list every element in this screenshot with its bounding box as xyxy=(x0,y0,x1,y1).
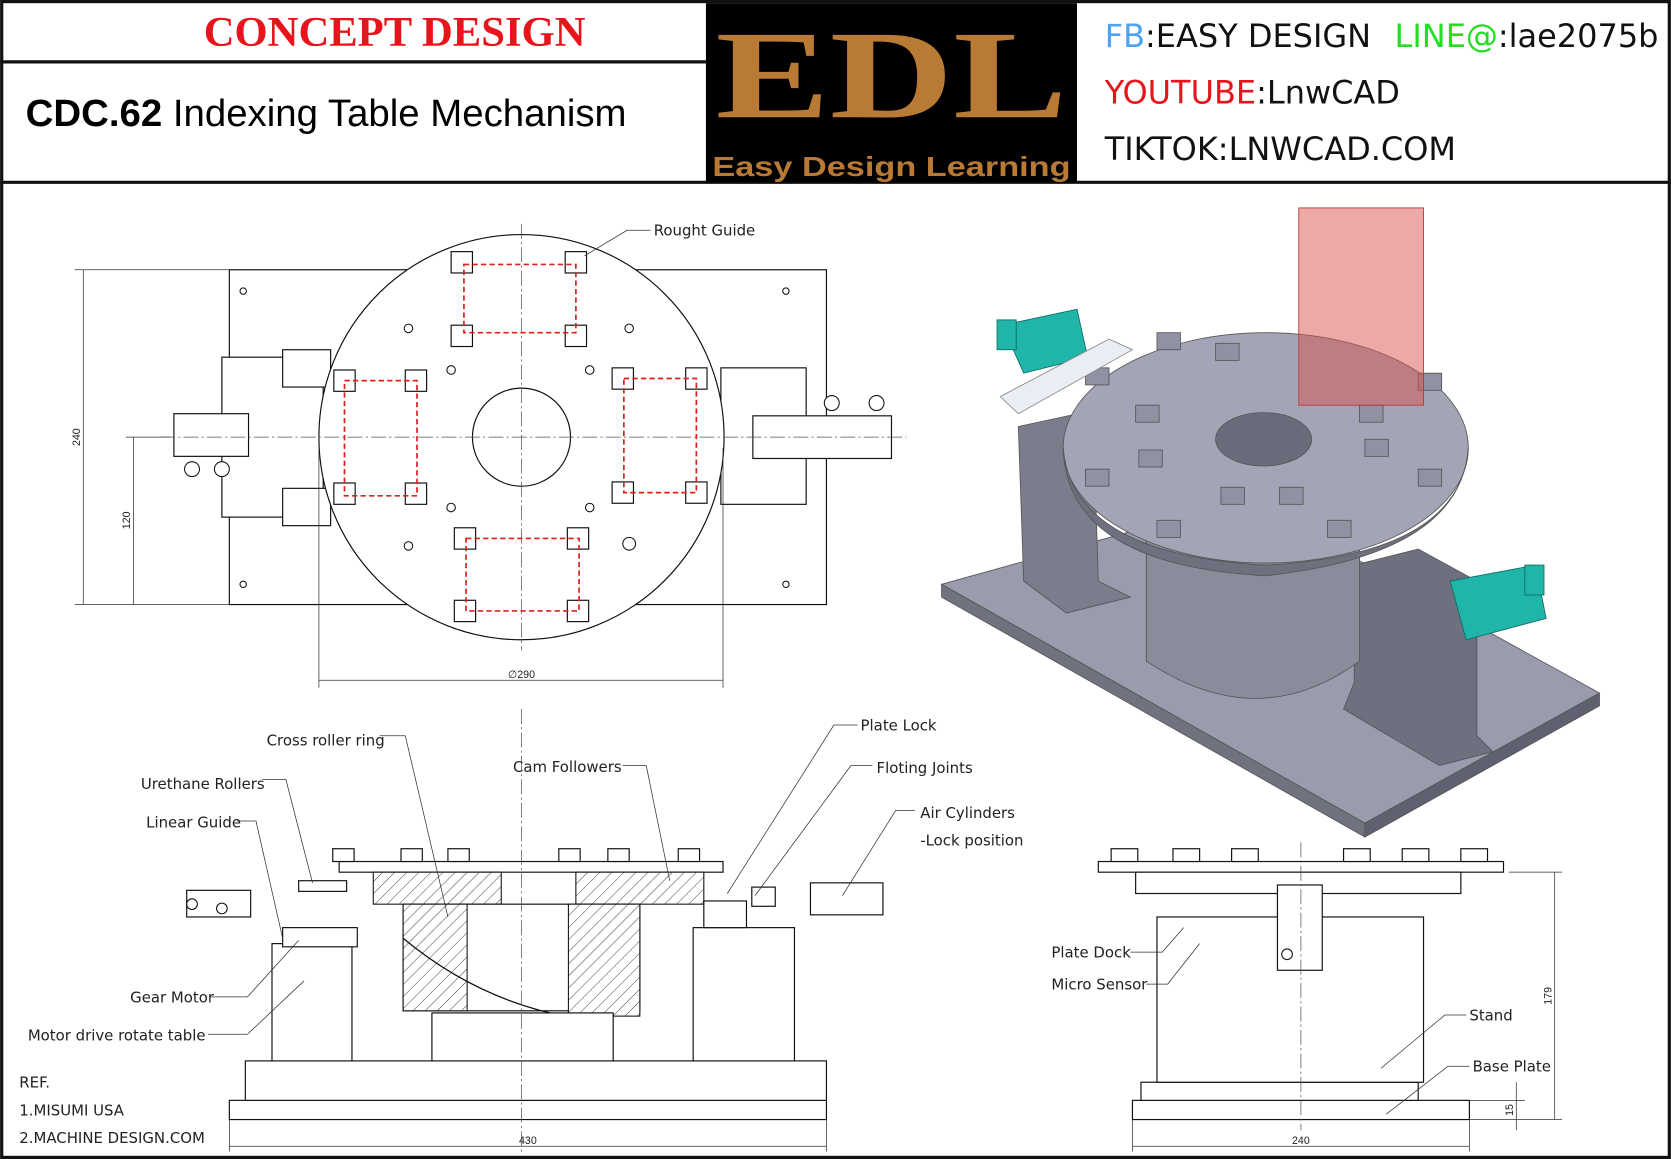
callout-base-plate: Base Plate xyxy=(1473,1058,1551,1076)
ref-item-2: 2.MACHINE DESIGN.COM xyxy=(19,1129,205,1147)
front-right-cylinder xyxy=(809,882,884,916)
contact-tiktok: TIKTOK:LNWCAD.COM xyxy=(1104,130,1456,168)
drawing-code: CDC.62 xyxy=(26,92,163,135)
callout-rought-guide: Rought Guide xyxy=(654,222,756,240)
dim-240: 240 xyxy=(71,428,83,446)
drawing-name: Indexing Table Mechanism xyxy=(162,92,626,135)
rough-guides xyxy=(333,251,708,623)
dim-179: 179 xyxy=(1542,987,1554,1005)
callout-lock-position: -Lock position xyxy=(920,832,1023,850)
iso-air-cylinder-right xyxy=(1449,564,1547,641)
iso-guide-box xyxy=(1298,207,1424,406)
line-label: LINE@ xyxy=(1395,17,1498,55)
dim-430: 430 xyxy=(519,1135,537,1147)
front-index-table xyxy=(338,860,724,873)
callout-cross-roller-ring: Cross roller ring xyxy=(267,731,385,749)
front-base-plate xyxy=(228,1099,828,1121)
callout-linear-guide: Linear Guide xyxy=(146,813,241,831)
contact-youtube: YOUTUBE:LnwCAD xyxy=(1104,73,1400,111)
edl-logo: EDL Easy Design Learning xyxy=(705,3,1078,183)
contact-info: FB:EASY DESIGN LINE@:lae2075b YOUTUBE:Lnw… xyxy=(1104,17,1659,168)
contact-fb-line: FB:EASY DESIGN LINE@:lae2075b xyxy=(1105,17,1659,55)
isometric-view xyxy=(940,207,1601,838)
logo-letters: EDL xyxy=(716,6,1068,145)
iso-air-cylinder-left xyxy=(996,308,1089,374)
top-view: Rought Guide 240 120 ∅290 xyxy=(71,222,907,688)
callout-cam-followers: Cam Followers xyxy=(513,758,622,776)
callout-plate-dock: Plate Dock xyxy=(1051,943,1131,961)
dim-15: 15 xyxy=(1504,1104,1516,1116)
front-right-stand xyxy=(692,927,796,1062)
iso-center-bore xyxy=(1215,412,1313,467)
dim-240-side: 240 xyxy=(1292,1135,1310,1147)
top-view-dimensions: 240 120 ∅290 xyxy=(71,269,724,688)
callout-stand: Stand xyxy=(1469,1006,1512,1024)
ref-title: REF. xyxy=(19,1074,50,1092)
front-section-view: 430 Cross roller ring Urethane Rollers L… xyxy=(28,709,1023,1152)
tiktok-value: :LNWCAD.COM xyxy=(1218,130,1456,168)
callout-floting-joints: Floting Joints xyxy=(877,759,973,777)
line-value: :lae2075b xyxy=(1498,17,1659,55)
youtube-label: YOUTUBE xyxy=(1104,73,1256,111)
callout-motor-drive: Motor drive rotate table xyxy=(28,1027,206,1045)
dim-120: 120 xyxy=(121,511,133,529)
mounting-holes xyxy=(239,287,790,589)
dim-diameter-290: ∅290 xyxy=(508,669,535,681)
iso-right-stand xyxy=(1343,548,1494,767)
callout-gear-motor: Gear Motor xyxy=(130,988,215,1006)
youtube-value: :LnwCAD xyxy=(1256,73,1400,111)
callout-micro-sensor: Micro Sensor xyxy=(1051,975,1148,993)
side-view: 179 15 240 Plate Dock Micro Sensor Stand… xyxy=(1051,842,1563,1152)
banner-concept-design: CONCEPT DESIGN xyxy=(204,9,586,56)
tiktok-label: TIKTOK xyxy=(1104,130,1219,168)
drawing-title: CDC.62 Indexing Table Mechanism xyxy=(26,92,627,135)
fb-label: FB xyxy=(1105,17,1145,55)
ref-item-1: 1.MISUMI USA xyxy=(19,1101,124,1119)
callout-air-cylinders: Air Cylinders xyxy=(920,804,1015,822)
callout-urethane-rollers: Urethane Rollers xyxy=(141,775,265,793)
callout-plate-lock: Plate Lock xyxy=(861,716,937,734)
front-gear-motor xyxy=(271,943,353,1062)
fb-value: :EASY DESIGN xyxy=(1145,17,1371,55)
references: REF. 1.MISUMI USA 2.MACHINE DESIGN.COM xyxy=(19,1074,205,1147)
logo-tagline: Easy Design Learning xyxy=(712,151,1070,182)
